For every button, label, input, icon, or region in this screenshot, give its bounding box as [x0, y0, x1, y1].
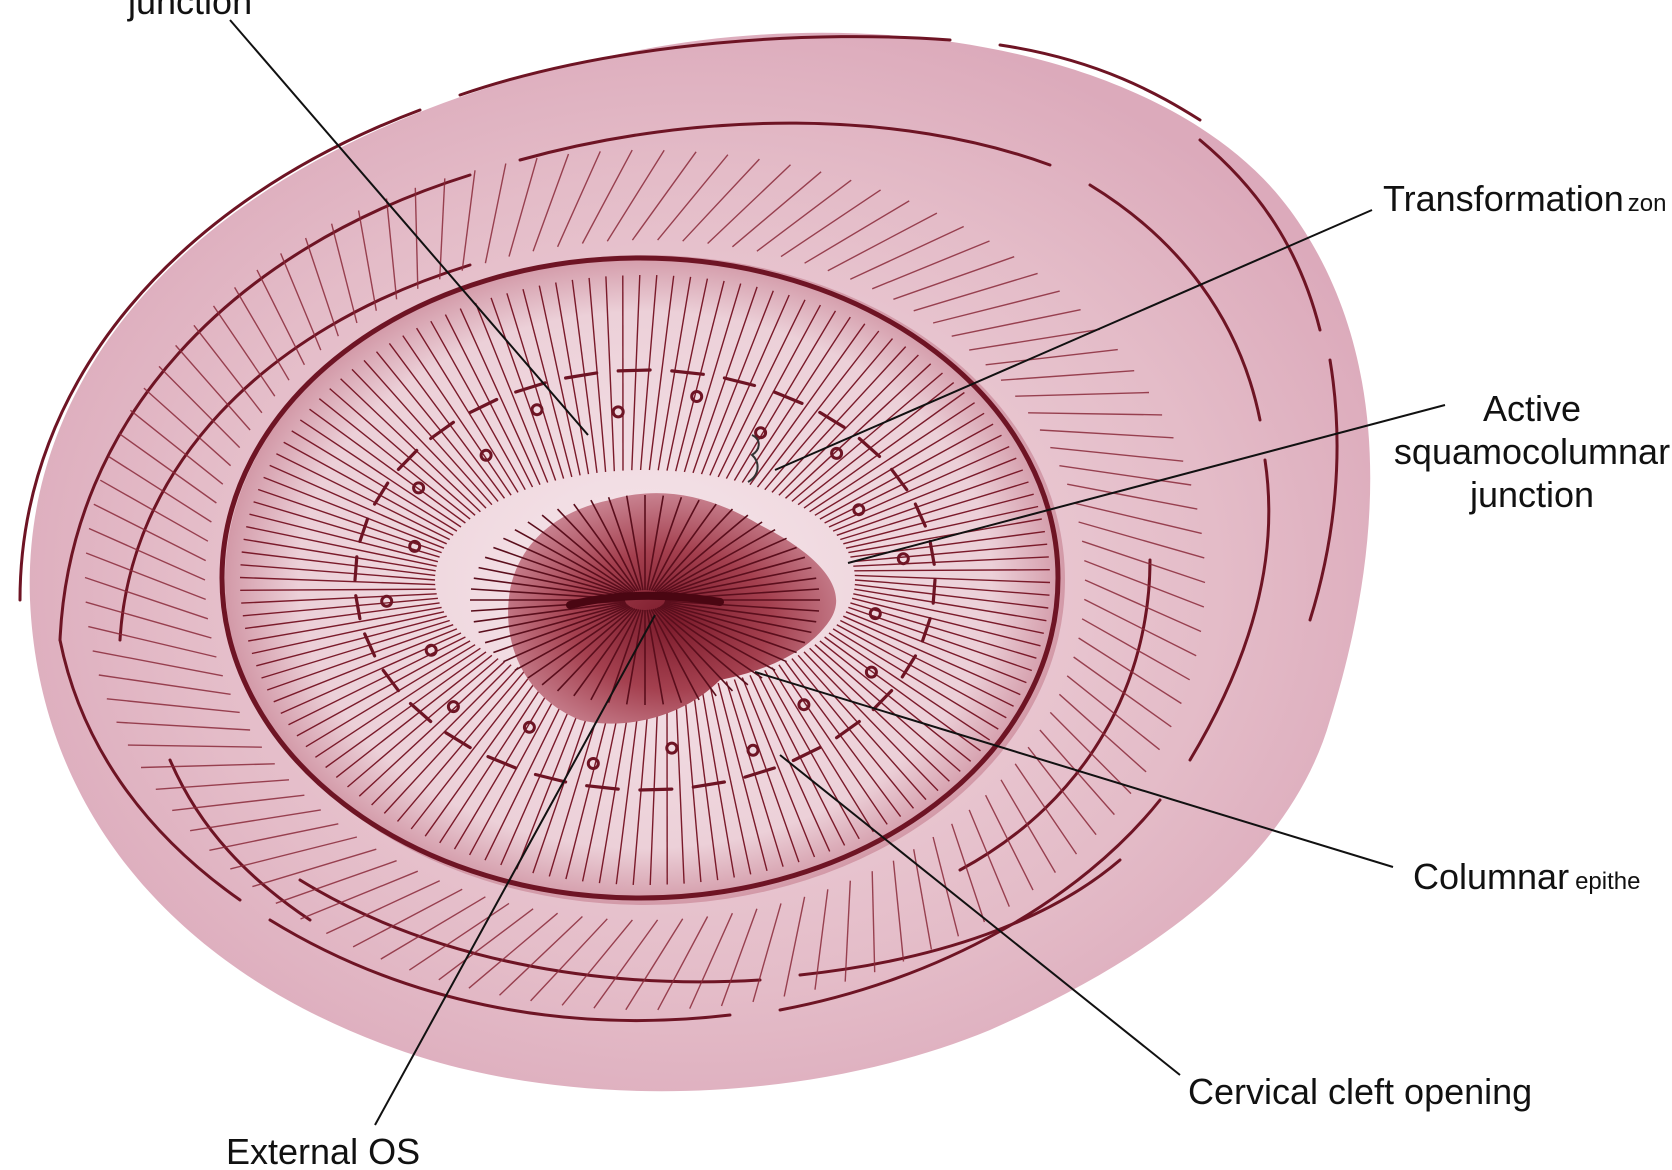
label-active-line1: Active — [1483, 388, 1581, 429]
label-cervical-cleft: Cervical cleft opening — [1188, 1071, 1532, 1112]
label-transformation: Transformationzon — [1383, 178, 1666, 219]
tz-dash — [355, 557, 357, 580]
tz-dash — [618, 370, 650, 371]
label-external-os: External OS — [226, 1131, 420, 1170]
label-columnar: Columnarepithe — [1413, 856, 1640, 897]
label-junction-top: junction — [127, 0, 252, 22]
label-active-line2: squamocolumnar — [1394, 431, 1670, 472]
tz-dash — [933, 580, 935, 603]
tz-dash — [640, 789, 672, 790]
label-active-line3: junction — [1469, 474, 1594, 515]
